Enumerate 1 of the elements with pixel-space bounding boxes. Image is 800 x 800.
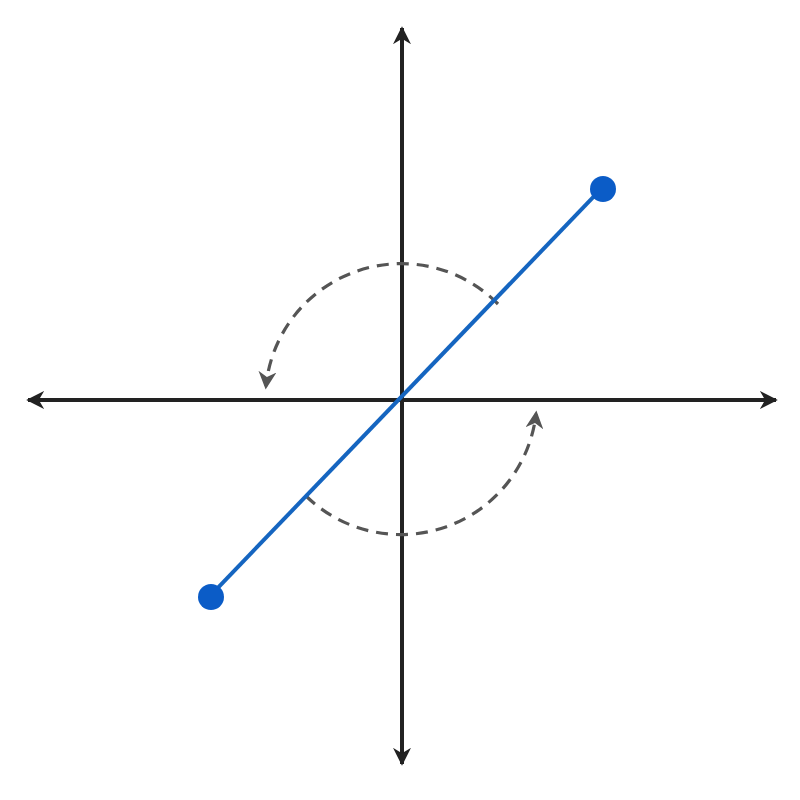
line-segment — [216, 195, 596, 589]
